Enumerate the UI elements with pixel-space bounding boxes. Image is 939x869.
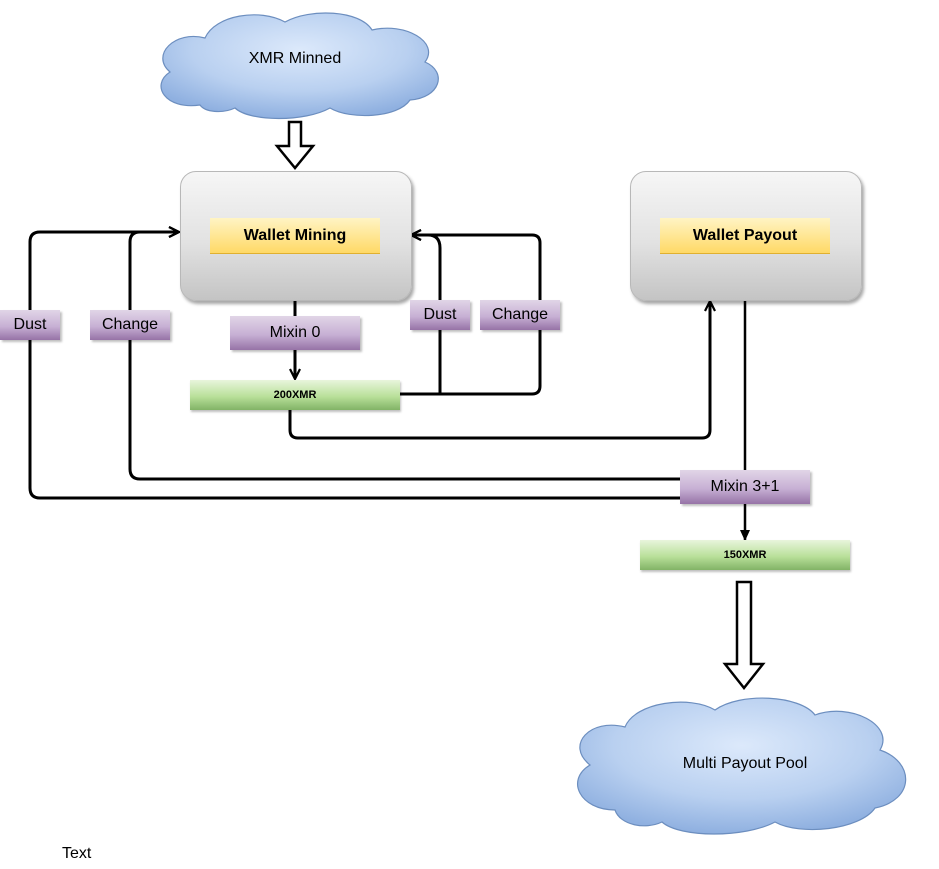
dust-label-left: Dust bbox=[0, 310, 60, 340]
block-arrow-out bbox=[722, 580, 766, 691]
change-label-left: Change bbox=[90, 310, 170, 340]
change-label-right: Change bbox=[480, 300, 560, 330]
mixin-mining-label: Mixin 0 bbox=[230, 316, 360, 350]
dest-cloud-label: Multi Payout Pool bbox=[682, 755, 808, 772]
free-text-label: Text bbox=[62, 845, 92, 862]
dust-label-right: Dust bbox=[410, 300, 470, 330]
wallet-mining-label: Wallet Mining bbox=[210, 218, 380, 254]
amount-200xmr: 200XMR bbox=[190, 380, 400, 410]
wallet-payout-label: Wallet Payout bbox=[660, 218, 830, 254]
edge-200xmr-to-payout bbox=[288, 302, 710, 440]
dest-cloud-shape bbox=[577, 697, 907, 835]
amount-150xmr: 150XMR bbox=[640, 540, 850, 570]
mixin-payout-label: Mixin 3+1 bbox=[680, 470, 810, 504]
edge-dust-return-payout bbox=[28, 232, 690, 500]
source-cloud-label: XMR Minned bbox=[248, 50, 342, 67]
source-cloud-shape bbox=[160, 12, 439, 120]
block-arrow-in bbox=[274, 120, 316, 170]
